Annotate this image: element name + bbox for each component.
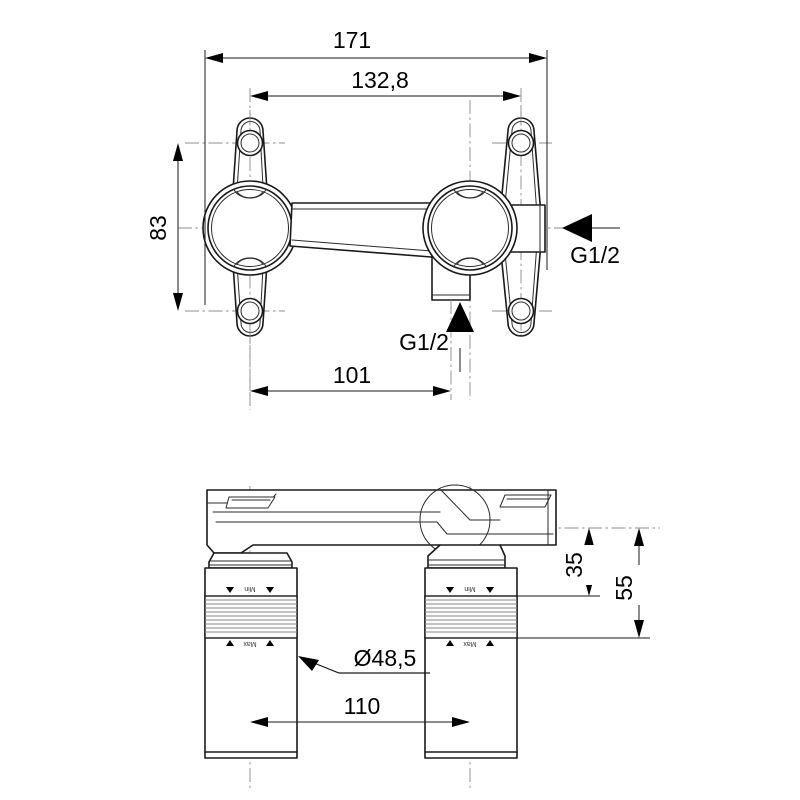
dim-label-83: 83	[145, 215, 171, 241]
leader-arrow-icon	[298, 656, 319, 671]
dim-hole-centers-height-83: 83	[145, 143, 183, 311]
dim-height-55: 55	[517, 528, 650, 639]
dim-height-35: 35	[517, 528, 600, 597]
right-knurl-band	[424, 595, 518, 639]
left-max-marking: Max	[226, 640, 274, 647]
right-min-marking: Min	[446, 585, 494, 593]
label-g12-right: G1/2	[570, 242, 620, 268]
arrow-up-icon	[446, 302, 474, 332]
right-cartridge-cylinder: Min Max	[424, 544, 518, 759]
dim-hole-centers-width-1328: 132,8	[249, 62, 522, 128]
dim-label-101: 101	[333, 362, 371, 388]
connecting-bar	[289, 202, 445, 259]
top-view: 171 132,8 83 101	[145, 22, 620, 410]
right-max-marking: Max	[446, 640, 494, 647]
right-min-label: Min	[464, 585, 475, 592]
annotation-right-port-g12: G1/2	[562, 214, 620, 268]
dim-label-110: 110	[344, 693, 381, 719]
right-max-label: Max	[463, 640, 477, 647]
dim-label-132-8: 132,8	[351, 67, 409, 93]
left-valve-body	[202, 117, 298, 337]
arrow-left-icon	[562, 214, 592, 242]
dim-label-55: 55	[611, 575, 637, 601]
dim-label-171: 171	[333, 27, 371, 53]
left-min-marking: Min	[226, 585, 274, 593]
dim-inlet-offset-101: 101	[249, 300, 452, 400]
dim-centers-110: 110	[250, 690, 470, 727]
annotation-bottom-port-g12: G1/2	[399, 302, 474, 372]
left-max-label: Max	[243, 640, 257, 647]
left-cartridge-cylinder: Min Max	[204, 552, 298, 759]
right-knurl-lines	[425, 599, 517, 633]
front-body-bar	[206, 484, 557, 556]
right-valve-body	[422, 117, 546, 337]
dim-label-35: 35	[561, 552, 587, 578]
left-min-label: Min	[244, 585, 255, 592]
left-knurl-band	[204, 595, 298, 639]
front-view: Min Max	[204, 484, 660, 790]
dim-overall-width-171: 171	[204, 22, 548, 305]
callout-diameter-48-5: Ø48,5	[298, 645, 430, 674]
dim-label-diameter: Ø48,5	[354, 645, 417, 671]
label-g12-bottom: G1/2	[399, 329, 449, 355]
left-knurl-lines	[205, 599, 297, 633]
